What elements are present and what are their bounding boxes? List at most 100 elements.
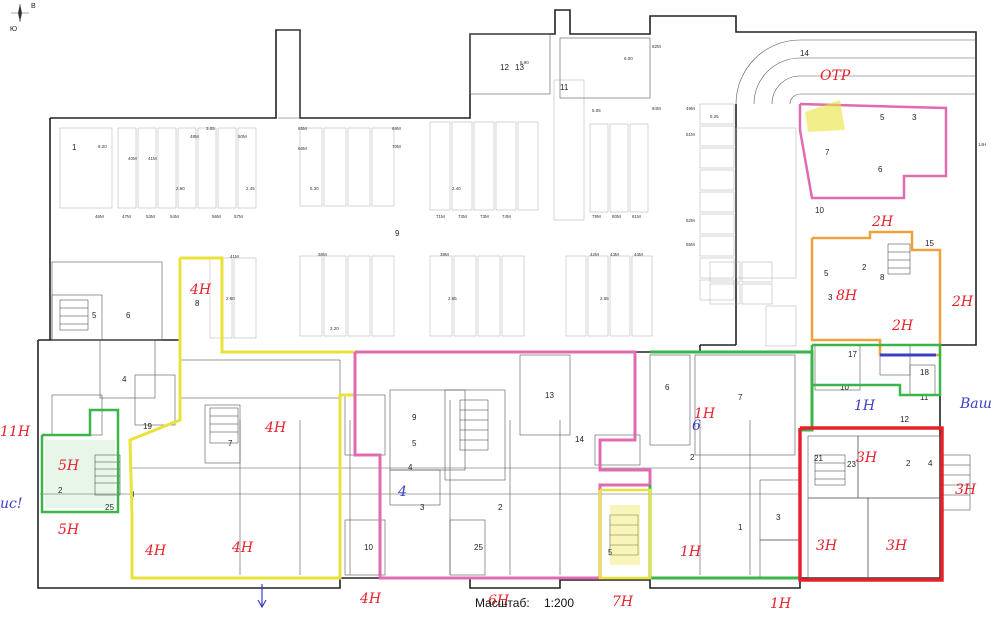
room-number: 6	[126, 311, 131, 320]
bay-label: 50М	[238, 134, 247, 139]
room-number: 1	[72, 143, 77, 152]
room-number: 2	[862, 263, 867, 272]
bay-label: 41М	[148, 156, 157, 161]
annotation-1n: 1Н	[770, 596, 792, 612]
room-number: 5	[880, 113, 885, 122]
room-number: 7	[825, 148, 830, 157]
annotation-3n: 3Н	[886, 538, 908, 554]
unit-ip-highlight	[805, 100, 845, 132]
bay-label: 54М	[170, 214, 179, 219]
dimension-label: 2.40	[452, 186, 461, 191]
annotation-8n: 8Н	[836, 288, 858, 304]
bay-label: 80М	[612, 214, 621, 219]
annotation-us: ис!	[0, 496, 22, 512]
room-number: 25	[105, 503, 114, 512]
room-number: 5	[412, 439, 417, 448]
unit-5n-highlight	[45, 440, 115, 508]
annotation-4n: 4Н	[359, 591, 382, 607]
bay-label: 70М	[392, 144, 401, 149]
annotation-4n: 4Н	[144, 543, 167, 559]
bay-label: 65М	[298, 126, 307, 131]
room-number: 2	[690, 453, 695, 462]
dimension-label: 2.60	[176, 186, 185, 191]
room-number: 19	[143, 422, 152, 431]
dimension-label: 3.20	[330, 326, 339, 331]
dimension-label: 2.50	[226, 296, 235, 301]
dimension-label: 5.25	[710, 114, 719, 119]
dimension-label: 2.55	[600, 296, 609, 301]
unit-7n-highlight	[610, 505, 640, 565]
bay-label: 84М	[652, 106, 661, 111]
room-number: 5	[824, 269, 829, 278]
room-number: 8	[195, 299, 200, 308]
room-number: 2	[906, 459, 911, 468]
bay-label: 82М	[652, 44, 661, 49]
annotation-1n: 1Н	[694, 406, 716, 422]
room-number: 23	[847, 460, 856, 469]
unit-2n-boundary	[810, 230, 942, 357]
room-number: 21	[814, 454, 823, 463]
bay-label: 39М	[440, 252, 449, 257]
bay-label: 38М	[318, 252, 327, 257]
scale-label: Масштаб:	[475, 596, 530, 610]
bay-label: 52М	[686, 218, 695, 223]
stairs	[59, 243, 911, 556]
unit-4n-boundary	[128, 256, 357, 580]
dimension-label: 6.00	[624, 56, 633, 61]
compass-rose: В Ю	[10, 3, 36, 33]
dimension-label: 2.45	[246, 186, 255, 191]
bay-label: 69М	[392, 126, 401, 131]
bay-label: 53М	[146, 214, 155, 219]
room-number: 5	[608, 548, 613, 557]
dimension-label: 8.90	[520, 60, 529, 65]
bay-label: 42М	[590, 252, 599, 257]
room-number: 3	[912, 113, 917, 122]
room-number: 7	[228, 439, 233, 448]
annotation-2n: 2Н	[951, 294, 974, 310]
annotation-4n: 4Н	[264, 420, 287, 436]
annotation-5n: 5Н	[58, 522, 80, 538]
room-number: 3	[828, 293, 833, 302]
room-number: 3	[420, 503, 425, 512]
bay-label: 51М	[686, 132, 695, 137]
room-number: 18	[920, 368, 929, 377]
dimension-label: 5.05	[592, 108, 601, 113]
bay-label: 73М	[480, 214, 489, 219]
room-number: 14	[800, 49, 809, 58]
annotation-3n: 3Н	[816, 538, 838, 554]
bay-label: 46М	[95, 214, 104, 219]
bay-label: 71М	[436, 214, 445, 219]
bay-label: 72М	[458, 214, 467, 219]
annotation-4n: 4Н	[231, 540, 254, 556]
annotation-6: 6	[692, 418, 701, 434]
room-number: 7	[738, 393, 743, 402]
bay-label: 79М	[592, 214, 601, 219]
handwritten-annotations: 4Н 4Н 4Н 4Н 4Н 5Н 5Н 1Н 1Н 6Н 7Н 1Н 3Н 3…	[0, 68, 992, 612]
bay-label: 40М	[128, 156, 137, 161]
room-number: 6	[665, 383, 670, 392]
unit-boundaries	[40, 100, 948, 582]
parking-outline	[49, 9, 977, 345]
bay-label: 81М	[632, 214, 641, 219]
bay-label: 66М	[298, 146, 307, 151]
unit-green-right	[810, 343, 942, 397]
bay-label: 57М	[234, 214, 243, 219]
annotation-vash: Ваш	[959, 396, 992, 412]
room-number: 25	[474, 543, 483, 552]
bay-label: 48М	[190, 134, 199, 139]
room-number: 4	[408, 463, 413, 472]
bay-label: 47М	[122, 214, 131, 219]
room-number: 4	[122, 375, 127, 384]
annotation-5n: 5Н	[58, 458, 80, 474]
annotation-4: 4	[397, 484, 407, 500]
compass-south-label: Ю	[10, 26, 17, 33]
room-number: 4	[928, 459, 933, 468]
room-number: 6	[878, 165, 883, 174]
room-number: 15	[925, 239, 934, 248]
annotation-11n: 11Н	[0, 424, 31, 440]
dimension-label: 3.05	[206, 126, 215, 131]
room-number: 11	[920, 393, 929, 402]
unit-red-boundary	[798, 426, 944, 582]
annotation-4n: 4Н	[189, 282, 212, 298]
room-number: 13	[545, 391, 554, 400]
